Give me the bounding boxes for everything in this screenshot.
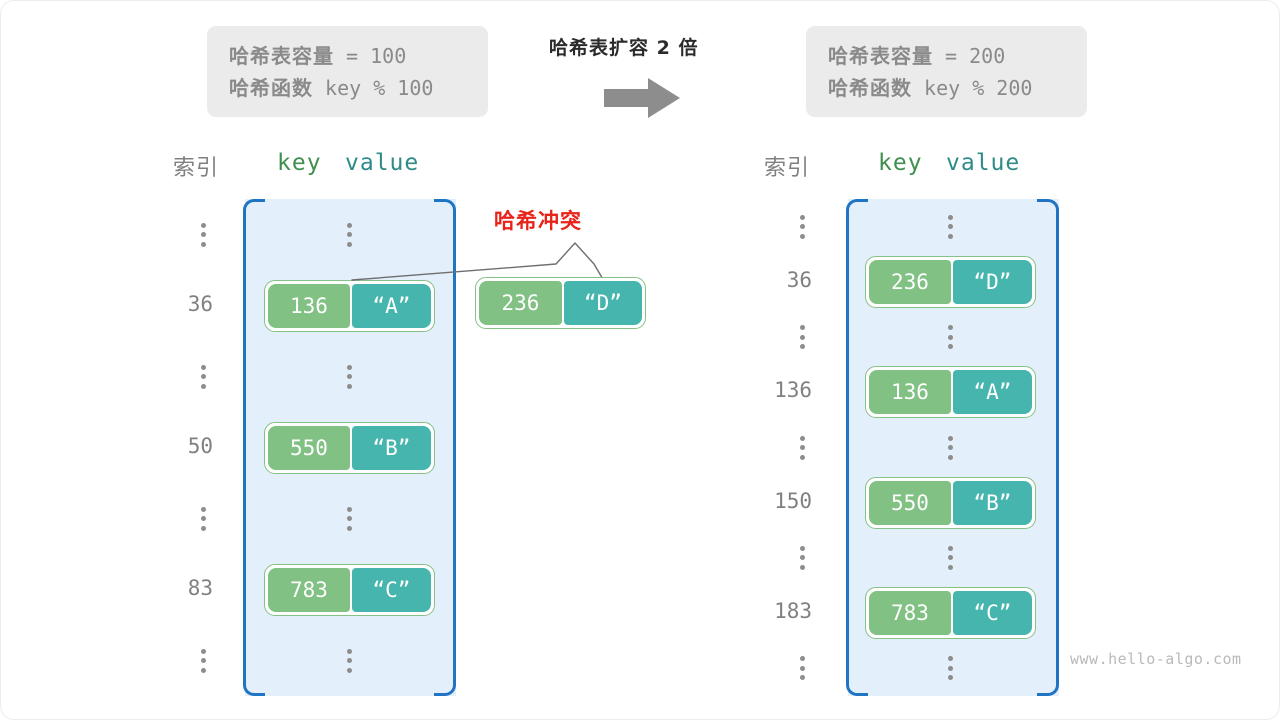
row-ellipsis-icon bbox=[799, 435, 805, 460]
bucket-entry-value: “C” bbox=[352, 567, 431, 612]
before-array-bracket-right bbox=[434, 199, 456, 696]
bucket-entry-value: “D” bbox=[953, 259, 1032, 304]
before-array-bracket-left bbox=[243, 199, 265, 696]
row-ellipsis-icon bbox=[799, 545, 805, 570]
bucket-entry-key: 783 bbox=[868, 591, 952, 636]
row-index-label: 36 bbox=[187, 291, 213, 316]
bucket-entry: 236“D” bbox=[864, 255, 1036, 308]
before-header-key: key bbox=[277, 150, 322, 176]
bucket-entry-key: 136 bbox=[868, 370, 952, 415]
bucket-entry: 136“A” bbox=[864, 366, 1036, 419]
before-header-index: 索引 bbox=[173, 156, 220, 181]
bucket-ellipsis-icon bbox=[346, 506, 352, 531]
before-capacity-expr: = 100 bbox=[334, 44, 407, 68]
after-header-value: value bbox=[946, 150, 1021, 176]
collision-pending-key: 236 bbox=[479, 281, 562, 325]
bucket-ellipsis-icon bbox=[947, 656, 953, 681]
bucket-entry-key: 550 bbox=[267, 425, 351, 470]
bucket-entry-value: “B” bbox=[352, 425, 431, 470]
bucket-ellipsis-icon bbox=[346, 364, 352, 389]
transition-title: 哈希表扩容 2 倍 bbox=[549, 37, 699, 59]
before-info-box: 哈希表容量 = 100 哈希函数 key % 100 bbox=[207, 26, 488, 117]
after-capacity-expr: = 200 bbox=[933, 44, 1006, 68]
bucket-entry: 783“C” bbox=[864, 587, 1036, 640]
row-index-label: 150 bbox=[774, 488, 812, 513]
bucket-ellipsis-icon bbox=[947, 325, 953, 350]
bucket-ellipsis-icon bbox=[947, 435, 953, 460]
before-header-value: value bbox=[345, 150, 420, 176]
bucket-entry-value: “B” bbox=[953, 480, 1032, 525]
after-capacity-label: 哈希表容量 bbox=[828, 44, 933, 68]
bucket-entry-value: “C” bbox=[953, 591, 1032, 636]
before-capacity-label: 哈希表容量 bbox=[229, 44, 334, 68]
row-ellipsis-icon bbox=[200, 222, 206, 247]
bucket-entry: 136“A” bbox=[263, 279, 435, 332]
after-header-index: 索引 bbox=[764, 156, 811, 181]
bucket-entry-key: 550 bbox=[868, 480, 952, 525]
watermark: www.hello-algo.com bbox=[1070, 650, 1242, 668]
bucket-ellipsis-icon bbox=[947, 214, 953, 239]
bucket-entry-key: 136 bbox=[267, 283, 351, 328]
bucket-entry: 550“B” bbox=[263, 421, 435, 474]
row-index-label: 50 bbox=[187, 433, 213, 458]
bucket-ellipsis-icon bbox=[346, 222, 352, 247]
after-array-bracket-right bbox=[1037, 199, 1059, 696]
collision-label: 哈希冲突 bbox=[494, 209, 582, 233]
after-info-box: 哈希表容量 = 200 哈希函数 key % 200 bbox=[806, 26, 1087, 117]
bucket-ellipsis-icon bbox=[947, 545, 953, 570]
before-function-expr: key % 100 bbox=[313, 76, 434, 100]
after-function-expr: key % 200 bbox=[912, 76, 1033, 100]
bucket-entry: 550“B” bbox=[864, 476, 1036, 529]
collision-pending-entry: 236 “D” bbox=[475, 277, 646, 329]
after-function-line: 哈希函数 key % 200 bbox=[828, 72, 1065, 104]
before-capacity-line: 哈希表容量 = 100 bbox=[229, 40, 466, 72]
before-function-line: 哈希函数 key % 100 bbox=[229, 72, 466, 104]
bucket-entry-value: “A” bbox=[953, 370, 1032, 415]
row-ellipsis-icon bbox=[200, 648, 206, 673]
row-ellipsis-icon bbox=[200, 364, 206, 389]
row-ellipsis-icon bbox=[799, 656, 805, 681]
bucket-ellipsis-icon bbox=[346, 648, 352, 673]
before-function-label: 哈希函数 bbox=[229, 76, 313, 100]
after-header-key: key bbox=[878, 150, 923, 176]
row-index-label: 136 bbox=[774, 378, 812, 403]
row-ellipsis-icon bbox=[200, 506, 206, 531]
row-index-label: 183 bbox=[774, 599, 812, 624]
bucket-entry: 783“C” bbox=[263, 563, 435, 616]
bucket-entry-value: “A” bbox=[352, 283, 431, 328]
row-index-label: 36 bbox=[786, 267, 812, 292]
after-capacity-line: 哈希表容量 = 200 bbox=[828, 40, 1065, 72]
bucket-entry-key: 236 bbox=[868, 259, 952, 304]
after-array-bracket-left bbox=[846, 199, 868, 696]
collision-pending-value: “D” bbox=[563, 281, 642, 325]
row-ellipsis-icon bbox=[799, 214, 805, 239]
right-arrow-icon bbox=[604, 78, 680, 124]
row-index-label: 83 bbox=[187, 575, 213, 600]
row-ellipsis-icon bbox=[799, 325, 805, 350]
bucket-entry-key: 783 bbox=[267, 567, 351, 612]
after-function-label: 哈希函数 bbox=[828, 76, 912, 100]
